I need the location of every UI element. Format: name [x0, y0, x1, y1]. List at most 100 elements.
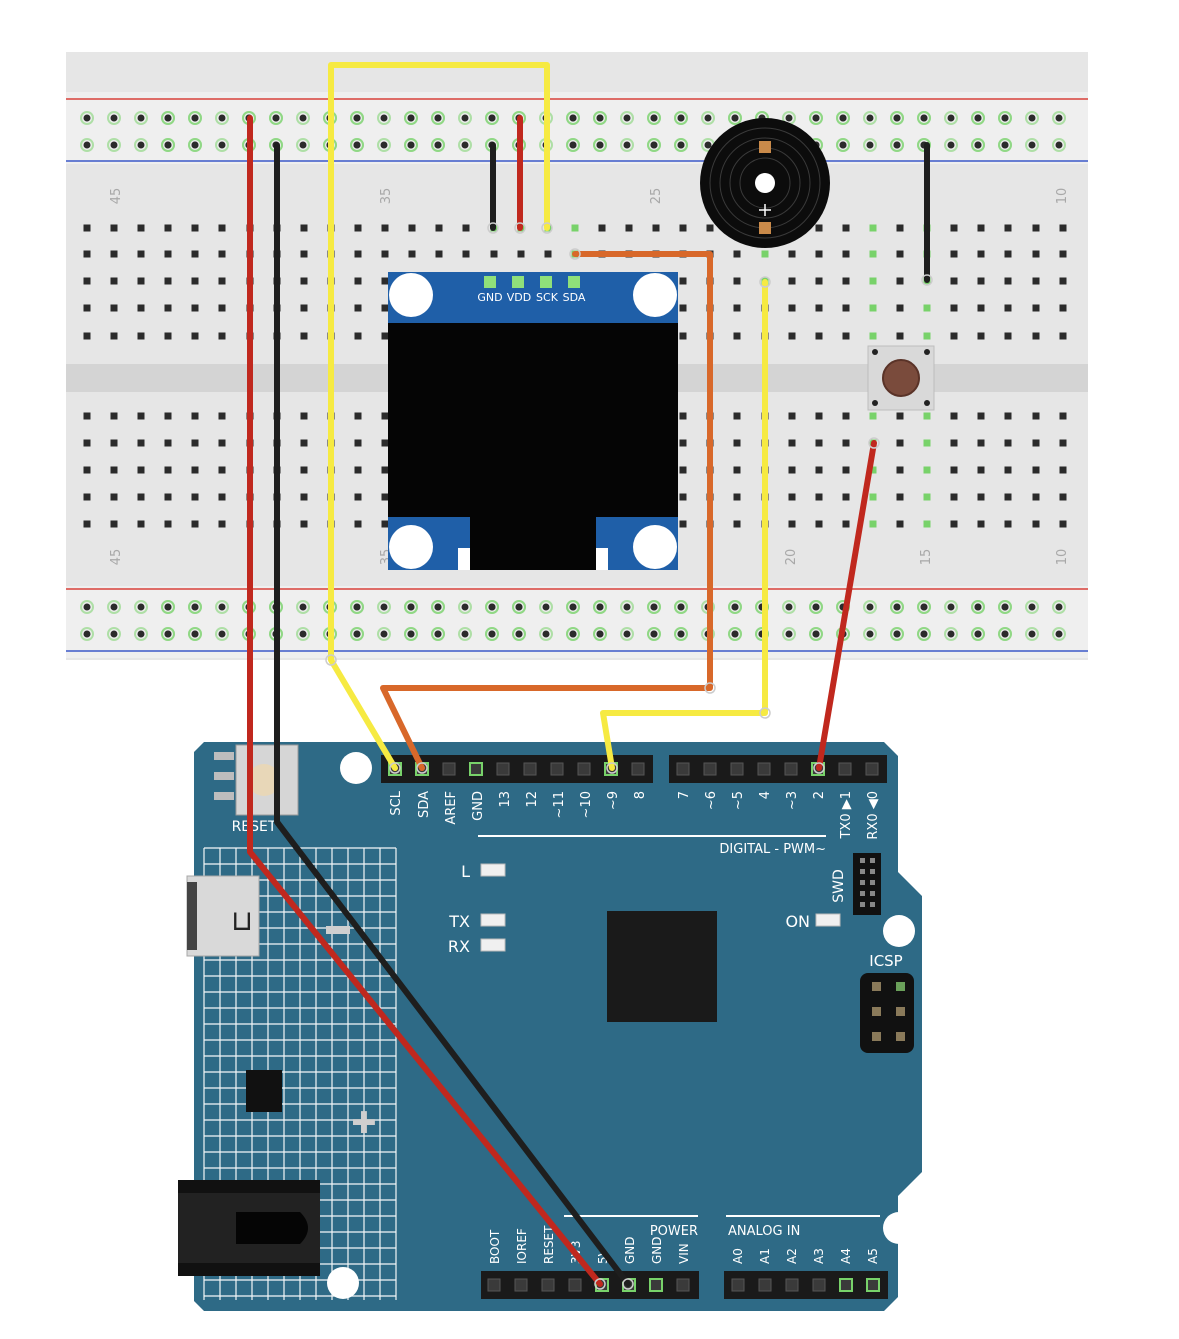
breadboard-hole — [1032, 332, 1040, 340]
breadboard-hole — [164, 439, 172, 447]
icsp-pin — [872, 1007, 881, 1016]
analog-header — [724, 1271, 888, 1299]
rail-hole — [974, 141, 982, 149]
rail-hole-ring — [566, 111, 580, 125]
rail-hole — [866, 630, 874, 638]
rail-hole-ring — [863, 138, 877, 152]
oled-ribbon-gap — [458, 548, 470, 570]
breadboard-hole — [896, 412, 904, 420]
breadboard-hole — [137, 277, 145, 285]
rail-hole — [515, 630, 523, 638]
breadboard-hole — [950, 277, 958, 285]
rail-hole-ring — [647, 111, 661, 125]
breadboard-hole — [1004, 277, 1012, 285]
breadboard-hole — [110, 466, 118, 474]
buzzer-pad — [759, 141, 771, 153]
usb-port-glyph: ⊔ — [231, 904, 253, 937]
breadboard-hole — [1004, 439, 1012, 447]
rail-hole — [542, 603, 550, 611]
rail-hole — [1055, 630, 1063, 638]
oled-pin-pad — [568, 276, 580, 288]
breadboard-hole — [788, 304, 796, 312]
breadboard-hole — [1059, 493, 1067, 501]
breadboard-hole — [842, 304, 850, 312]
rail-hole-ring — [80, 600, 94, 614]
rail-hole — [353, 630, 361, 638]
wire-endpoint — [704, 682, 716, 694]
breadboard-hole — [733, 412, 741, 420]
rail-hole-ring — [188, 138, 202, 152]
rail-hole-ring — [1052, 138, 1066, 152]
breadboard-hole — [164, 304, 172, 312]
rail-hole — [1001, 141, 1009, 149]
bb-number: 10 — [1055, 549, 1070, 566]
rail-hole — [488, 114, 496, 122]
oled-ribbon-gap — [596, 548, 608, 570]
rail-hole-ring — [971, 111, 985, 125]
breadboard-top-numbers: 45 35 25 10 — [109, 188, 1070, 205]
breadboard-hole — [218, 250, 226, 258]
wire-endpoint — [622, 1278, 634, 1290]
rail-hole — [569, 141, 577, 149]
breadboard-hole — [733, 332, 741, 340]
usb-port-slot — [187, 882, 197, 950]
breadboard-hole — [815, 412, 823, 420]
header-pin — [469, 762, 483, 776]
rail-hole-ring — [917, 627, 931, 641]
rail-hole-ring — [215, 138, 229, 152]
rail-hole-ring — [539, 600, 553, 614]
header-pin — [785, 1278, 799, 1292]
rail-hole — [920, 603, 928, 611]
breadboard-hole — [842, 493, 850, 501]
oled-mount-hole — [633, 525, 677, 569]
header-pin — [487, 1278, 501, 1292]
wire-endpoint — [487, 222, 499, 234]
rail-hole — [677, 114, 685, 122]
led-rx — [480, 938, 506, 952]
bb-number: 10 — [1055, 188, 1070, 205]
breadboard-hole — [1059, 412, 1067, 420]
breadboard-hole — [815, 277, 823, 285]
rail-hole — [542, 630, 550, 638]
breadboard-hole — [354, 439, 362, 447]
breadboard-hole — [1059, 520, 1067, 528]
rail-hole-ring — [647, 138, 661, 152]
breadboard-hole — [842, 412, 850, 420]
rail-hole-ring — [1025, 111, 1039, 125]
breadboard-hole — [950, 520, 958, 528]
header-pin — [812, 1278, 826, 1292]
rail-hole-ring — [458, 138, 472, 152]
breadboard-hole — [842, 224, 850, 232]
breadboard-hole — [815, 224, 823, 232]
pin-label-1: TX0 ▶1 — [839, 791, 854, 840]
arduino-mount-hole — [883, 1212, 915, 1244]
rail-hole — [893, 603, 901, 611]
rail-hole — [812, 603, 820, 611]
breadboard-hole — [300, 439, 308, 447]
breadboard-hole — [191, 332, 199, 340]
arduino-mount-hole — [340, 752, 372, 784]
breadboard-hole — [1032, 466, 1040, 474]
rail-hole — [137, 114, 145, 122]
pin-label-gnd: GND — [471, 791, 486, 821]
rail-hole — [218, 630, 226, 638]
rail-hole-ring — [593, 111, 607, 125]
breadboard-hole — [950, 493, 958, 501]
breadboard-hole — [462, 250, 470, 258]
breadboard-hole — [923, 412, 931, 420]
breadboard-hole — [923, 520, 931, 528]
breadboard-hole — [896, 520, 904, 528]
breadboard-hole — [788, 466, 796, 474]
rail-hole — [272, 114, 280, 122]
rail-hole — [191, 141, 199, 149]
smd-part — [326, 926, 350, 934]
rail-hole — [650, 603, 658, 611]
header-pin — [703, 762, 717, 776]
rail-hole — [299, 630, 307, 638]
rail-hole — [299, 603, 307, 611]
rail-hole-ring — [350, 600, 364, 614]
rail-hole — [83, 603, 91, 611]
header-pin — [731, 1278, 745, 1292]
breadboard-hole — [164, 224, 172, 232]
breadboard-hole — [571, 224, 579, 232]
